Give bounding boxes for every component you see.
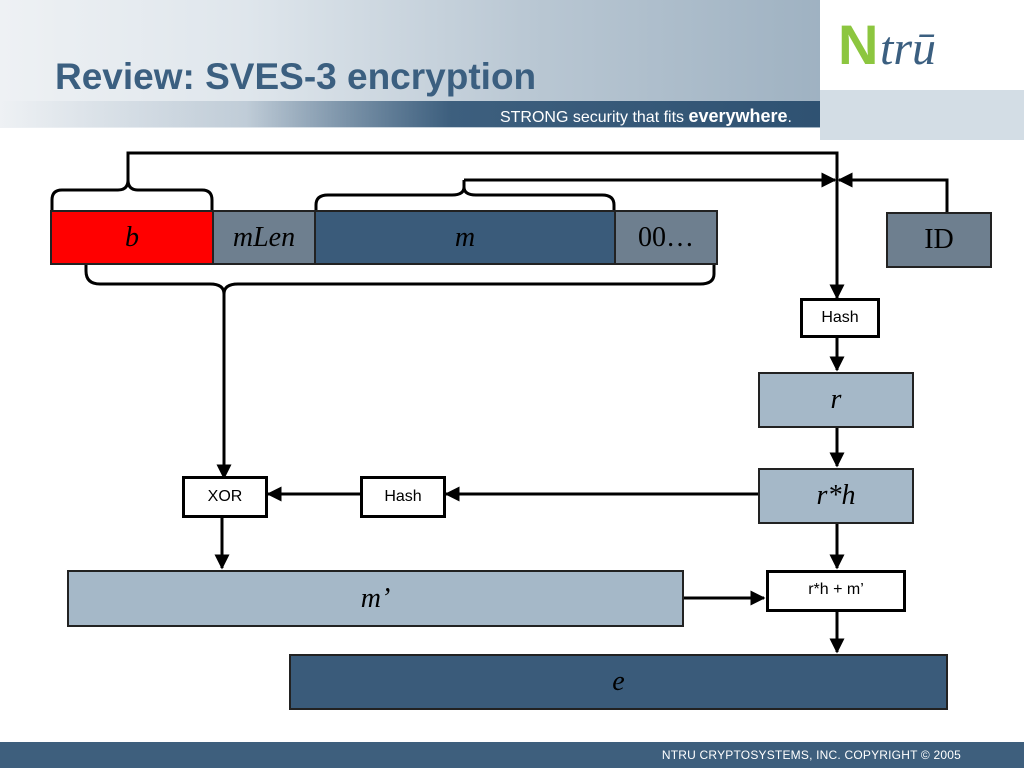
label-padding: 00… xyxy=(638,221,694,253)
block-r: r xyxy=(758,372,914,428)
block-b: b xyxy=(50,210,214,265)
logo-letter-n: N xyxy=(838,14,878,74)
brace-over-b xyxy=(50,172,214,210)
label-b: b xyxy=(125,221,139,253)
hash-box-mid: Hash xyxy=(360,476,446,518)
block-m-prime: m’ xyxy=(67,570,684,627)
label-hash-mid: Hash xyxy=(384,488,422,505)
tagline-prefix: STRONG security that fits xyxy=(499,109,689,126)
block-mlen: mLen xyxy=(212,210,316,265)
logo-letters-tru: trū xyxy=(880,22,936,74)
label-m-prime: m’ xyxy=(360,582,391,614)
label-mlen: mLen xyxy=(232,221,296,253)
footer-copyright: NTRU CRYPTOSYSTEMS, INC. COPYRIGHT © 200… xyxy=(661,748,961,762)
block-rh: r*h xyxy=(758,468,914,524)
ntru-logo: N trū xyxy=(838,14,936,74)
header-right-strip xyxy=(820,90,1024,140)
hash-box-top: Hash xyxy=(800,298,880,338)
footer-bar xyxy=(0,742,1024,768)
label-sum: r*h + m’ xyxy=(808,581,864,598)
label-rh: r*h xyxy=(816,480,856,511)
label-r: r xyxy=(830,384,842,415)
line-b-to-hash xyxy=(126,151,845,300)
line-id-to-junction xyxy=(837,172,949,212)
tagline-emphasis: everywhere xyxy=(688,106,788,126)
block-padding: 00… xyxy=(614,210,718,265)
label-id: ID xyxy=(924,224,954,255)
label-e: e xyxy=(612,666,625,697)
tagline-suffix: . xyxy=(787,109,792,126)
brace-under-block xyxy=(84,264,716,300)
sum-box: r*h + m’ xyxy=(766,570,906,612)
label-hash-top: Hash xyxy=(821,309,859,326)
xor-box: XOR xyxy=(182,476,268,518)
slide-title: Review: SVES-3 encryption xyxy=(55,56,537,97)
label-m: m xyxy=(454,221,476,253)
tagline-bar xyxy=(0,101,820,127)
label-xor: XOR xyxy=(207,488,243,505)
block-m: m xyxy=(314,210,616,265)
tagline: STRONG security that fits everywhere. xyxy=(500,106,792,127)
brace-over-m xyxy=(314,180,616,210)
block-id: ID xyxy=(886,212,992,268)
block-e: e xyxy=(289,654,948,710)
